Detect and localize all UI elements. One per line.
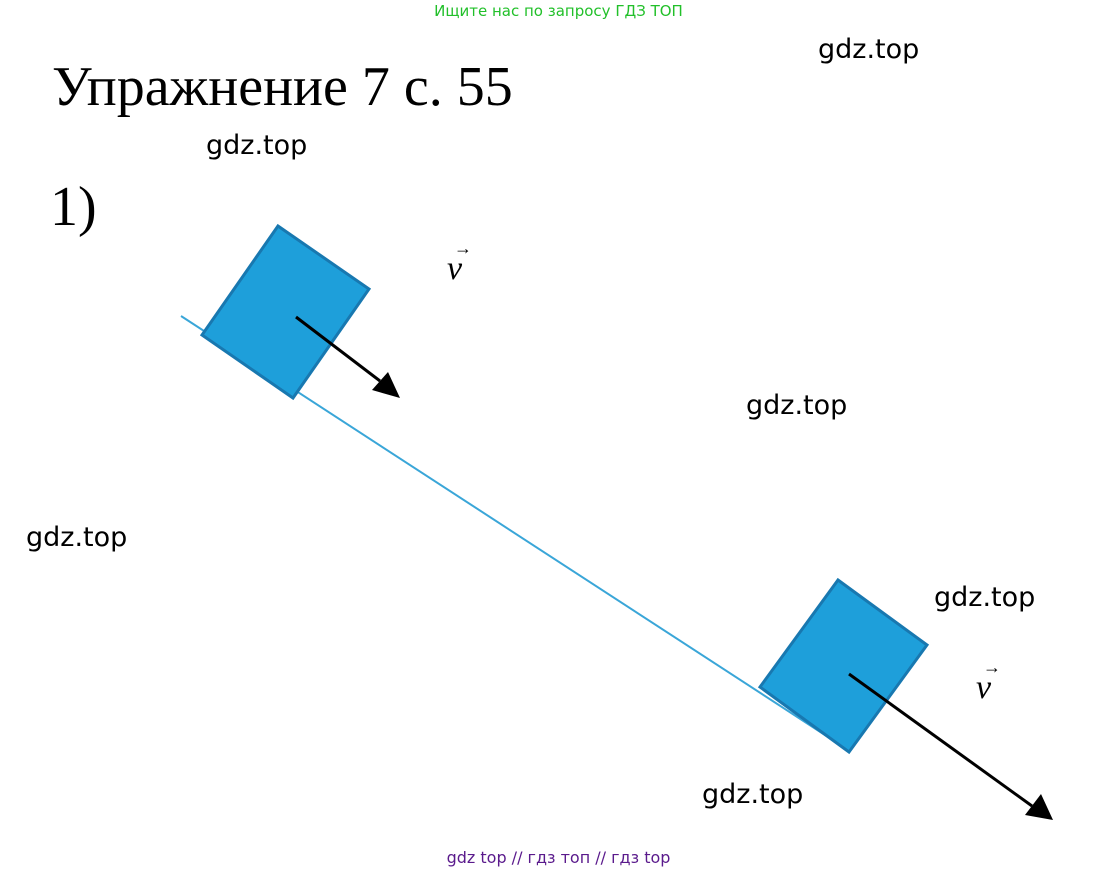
footer-links: gdz top // гдз топ // гдз top [446,848,671,867]
block-top [199,223,372,401]
velocity-arrowhead-bottom [1025,794,1053,820]
vector-arrow-symbol: → [454,238,472,258]
velocity-vector-bottom [848,672,1033,808]
block-bottom [757,577,930,755]
watermark: gdz.top [702,779,804,810]
velocity-label-bottom: → v [976,657,1001,707]
watermark: gdz.top [746,390,848,421]
vector-arrow-symbol: → [983,657,1001,677]
watermark: gdz.top [26,522,128,553]
velocity-vector-top [295,315,381,383]
velocity-symbol: v [976,669,992,706]
velocity-arrowhead-top [372,372,400,398]
velocity-label-top: → v [447,238,472,288]
part-label: 1) [50,176,97,238]
velocity-symbol: v [447,250,463,287]
top-banner: Ищите нас по запросу ГДЗ ТОП [434,2,683,20]
watermark: gdz.top [818,34,920,65]
watermark: gdz.top [934,582,1036,613]
exercise-title: Упражнение 7 с. 55 [52,56,513,118]
watermark: gdz.top [206,130,308,161]
